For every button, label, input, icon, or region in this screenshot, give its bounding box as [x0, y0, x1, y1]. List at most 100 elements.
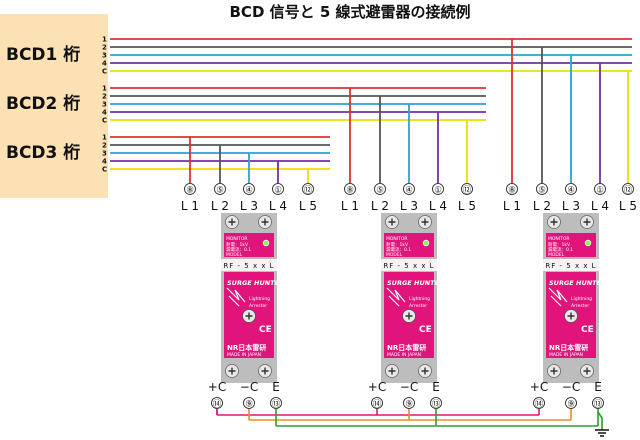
group-label-bcd2: BCD2 桁	[6, 94, 80, 114]
power-number-circle	[270, 397, 282, 409]
power-label: +C	[208, 380, 226, 394]
power-number: ⑭	[213, 400, 222, 410]
power-number-circle	[371, 397, 383, 409]
screw-cross	[228, 218, 236, 226]
power-label: +C	[368, 380, 386, 394]
terminal-number-circle	[302, 183, 314, 195]
lightning-logo-icon	[226, 287, 246, 307]
monitor-label: MONITOR	[386, 236, 408, 242]
line-label: 1	[102, 134, 107, 142]
screw-cross	[421, 367, 429, 375]
model-tag: MODEL	[386, 252, 403, 258]
subbrand: Lightning	[249, 296, 270, 302]
diagram-title: BCD 信号と 5 線式避雷器の接続例	[230, 3, 471, 21]
terminal-number-circle	[344, 183, 356, 195]
terminal-number: ⑫	[304, 186, 313, 196]
terminal-number: ④	[567, 186, 575, 196]
power-label: E	[272, 380, 280, 394]
spec-line: 耐電：1kV	[226, 241, 249, 248]
terminal-number-circle	[243, 183, 255, 195]
model-tag: MODEL	[548, 252, 565, 258]
lightning-logo-icon	[548, 287, 568, 307]
terminal-label: L 2	[533, 199, 551, 213]
terminal-number: ⑫	[624, 186, 633, 196]
power-label: −C	[400, 380, 418, 394]
terminal-label: L 3	[240, 199, 258, 213]
power-number-circle	[592, 397, 604, 409]
terminal-label: L 5	[299, 199, 317, 213]
line-label: 4	[102, 109, 107, 117]
terminal-label: L 4	[591, 199, 609, 213]
model-text: RF - 5 x x L	[223, 262, 274, 270]
line-label: 2	[102, 93, 107, 101]
model-strip	[221, 259, 277, 271]
screw-cross	[261, 218, 269, 226]
spec-line: 漏電流：0.1	[548, 246, 573, 253]
ce-mark: CE	[419, 325, 432, 335]
power-number-circle	[403, 397, 415, 409]
power-label: E	[432, 380, 440, 394]
terminal-number-circle	[622, 183, 634, 195]
terminal-number: ⑤	[376, 186, 384, 196]
power-number: ⑨	[405, 400, 413, 410]
terminal-label: L 4	[429, 199, 447, 213]
model-strip	[381, 259, 437, 271]
monitor-label: MONITOR	[548, 236, 570, 242]
lightning-logo-icon	[386, 287, 406, 307]
terminal-number: ⑧	[346, 186, 354, 196]
power-number: ⑨	[245, 400, 253, 410]
terminal-number: ④	[245, 186, 253, 196]
terminal-label: L 4	[269, 199, 287, 213]
power-label: −C	[562, 380, 580, 394]
maker-logo: NR日本雷研	[549, 343, 588, 352]
screw-cross	[388, 218, 396, 226]
terminal-number: ⑫	[463, 186, 472, 196]
screw-cross	[550, 367, 558, 375]
terminal-label: L 1	[503, 199, 521, 213]
power-label: −C	[240, 380, 258, 394]
monitor-led-icon	[262, 239, 270, 247]
terminal-number-circle	[432, 183, 444, 195]
made-in: MADE IN JAPAN	[227, 352, 261, 358]
spec-line: 漏電流：0.1	[386, 246, 411, 253]
power-number-circle	[211, 397, 223, 409]
maker-logo: NR日本雷研	[227, 343, 266, 352]
terminal-number: ⑤	[538, 186, 546, 196]
terminal-number: ①	[274, 186, 282, 196]
monitor-label: MONITOR	[226, 236, 248, 242]
line-label: C	[102, 166, 107, 174]
line-label: 2	[102, 44, 107, 52]
power-number: ⑭	[535, 400, 544, 410]
line-label: 1	[102, 85, 107, 93]
terminal-label: L 1	[181, 199, 199, 213]
maker-logo: NR日本雷研	[387, 343, 426, 352]
terminal-label: L 5	[458, 199, 476, 213]
power-number-circle	[565, 397, 577, 409]
subbrand: Arrester	[409, 303, 427, 309]
model-tag: MODEL	[226, 252, 243, 258]
spec-line: 耐電：1kV	[548, 241, 571, 248]
terminal-number-circle	[594, 183, 606, 195]
screw-cross	[583, 218, 591, 226]
power-number: ⑨	[567, 400, 575, 410]
terminal-number-circle	[184, 183, 196, 195]
screw-cross	[405, 312, 413, 320]
model-text: RF - 5 x x L	[545, 262, 596, 270]
power-number: ⑬	[594, 400, 603, 410]
terminal-number: ⑧	[508, 186, 516, 196]
power-number-circle	[533, 397, 545, 409]
terminal-label: L 5	[619, 199, 637, 213]
earth-wire	[597, 411, 603, 430]
screw-cross	[228, 367, 236, 375]
line-label: C	[102, 68, 107, 76]
terminal-number: ①	[434, 186, 442, 196]
spec-line: 漏電流：0.1	[226, 246, 251, 253]
line-label: 3	[102, 150, 107, 158]
line-label: 3	[102, 101, 107, 109]
brand-logo: SURGE HUNTER	[387, 279, 444, 287]
spec-line: 耐電：1kV	[386, 241, 409, 248]
